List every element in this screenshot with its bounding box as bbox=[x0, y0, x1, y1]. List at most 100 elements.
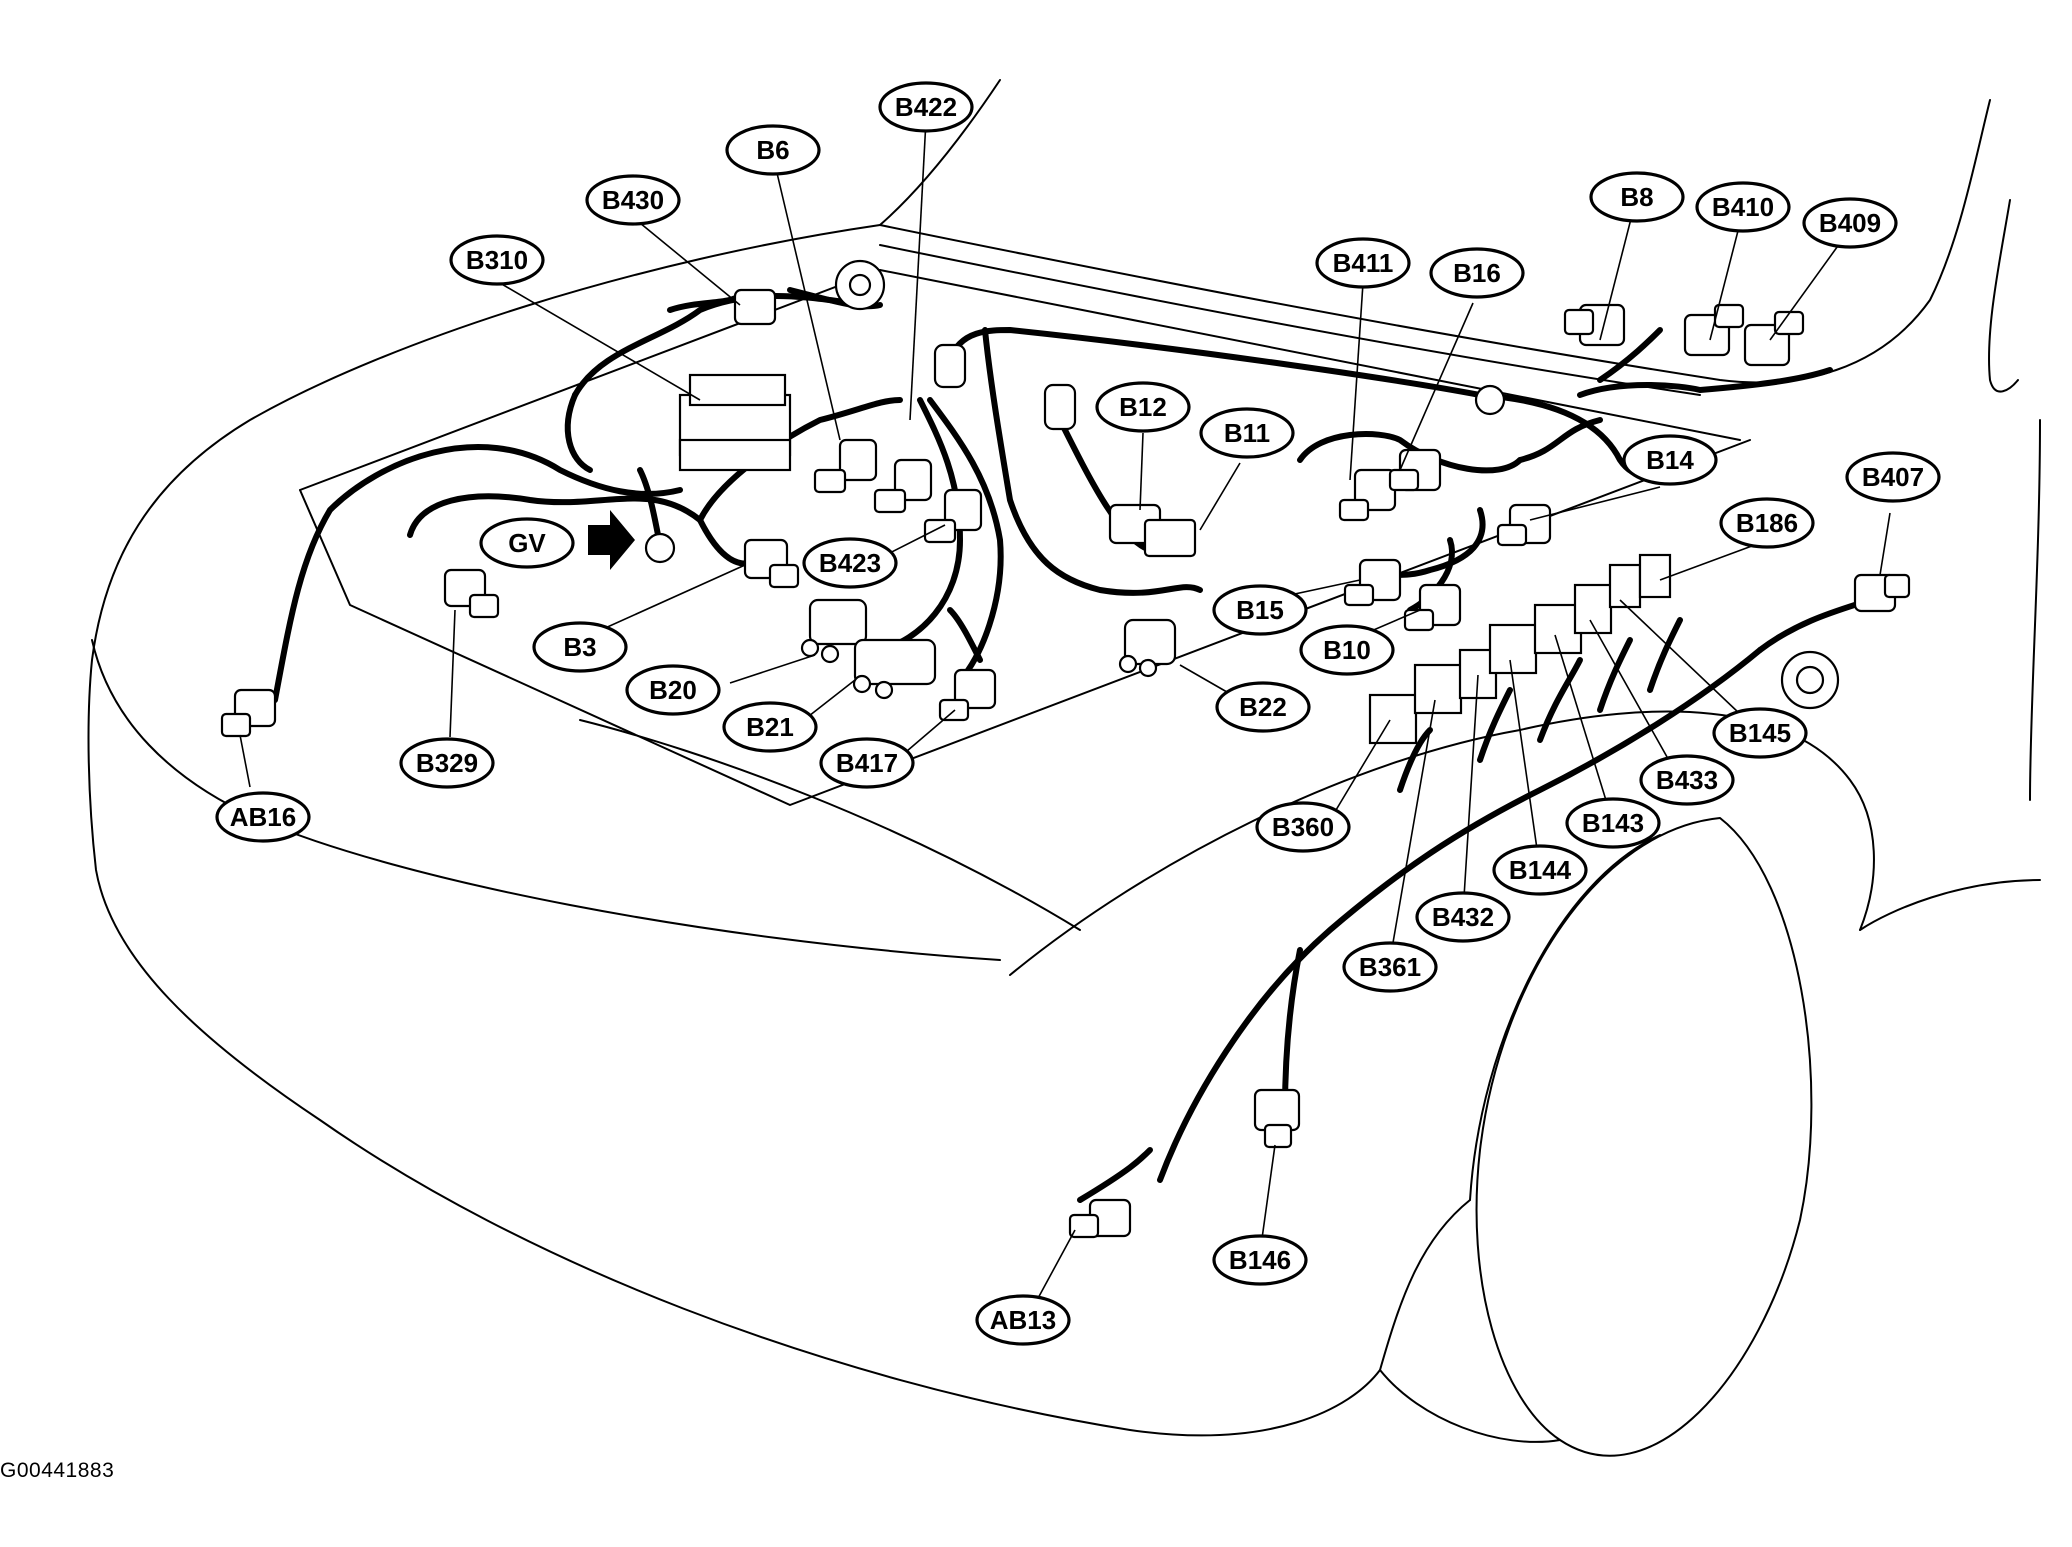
label-B144: B144 bbox=[1492, 844, 1588, 896]
connector-icon bbox=[1683, 303, 1745, 357]
svg-text:B15: B15 bbox=[1236, 595, 1284, 625]
label-GV: GV bbox=[479, 517, 575, 569]
svg-text:AB13: AB13 bbox=[990, 1305, 1056, 1335]
connector-icon bbox=[1253, 1088, 1301, 1149]
svg-text:B22: B22 bbox=[1239, 692, 1287, 722]
svg-text:B432: B432 bbox=[1432, 902, 1494, 932]
label-B360: B360 bbox=[1255, 801, 1351, 853]
label-B423: B423 bbox=[802, 537, 898, 589]
label-B310: B310 bbox=[449, 234, 545, 286]
label-B361: B361 bbox=[1342, 941, 1438, 993]
label-B186: B186 bbox=[1719, 497, 1815, 549]
svg-text:B16: B16 bbox=[1453, 258, 1501, 288]
svg-text:B407: B407 bbox=[1862, 462, 1924, 492]
svg-text:B145: B145 bbox=[1729, 718, 1791, 748]
label-B417: B417 bbox=[819, 737, 915, 789]
svg-text:B14: B14 bbox=[1646, 445, 1694, 475]
connector-icon bbox=[933, 343, 967, 389]
leader-lines bbox=[239, 119, 1891, 1314]
svg-text:B146: B146 bbox=[1229, 1245, 1291, 1275]
label-B20: B20 bbox=[625, 664, 721, 716]
label-B430: B430 bbox=[585, 174, 681, 226]
arrow-right-icon bbox=[588, 510, 635, 570]
connector-icon bbox=[923, 488, 983, 544]
connector-icon bbox=[1563, 303, 1626, 347]
svg-text:B361: B361 bbox=[1359, 952, 1421, 982]
svg-text:B417: B417 bbox=[836, 748, 898, 778]
label-B15: B15 bbox=[1212, 584, 1308, 636]
label-B22: B22 bbox=[1215, 681, 1311, 733]
connector-icon bbox=[873, 458, 933, 514]
connector-icon bbox=[1743, 310, 1805, 367]
connector-icon bbox=[1343, 558, 1402, 607]
label-B21: B21 bbox=[722, 701, 818, 753]
svg-text:B144: B144 bbox=[1509, 855, 1572, 885]
label-B8: B8 bbox=[1589, 171, 1685, 223]
svg-text:B433: B433 bbox=[1656, 765, 1718, 795]
svg-text:B310: B310 bbox=[466, 245, 528, 275]
connector-icon bbox=[1043, 383, 1077, 431]
label-AB16: AB16 bbox=[215, 791, 311, 843]
connector-icon bbox=[443, 568, 500, 619]
connector-icon bbox=[743, 538, 800, 589]
label-B432: B432 bbox=[1415, 891, 1511, 943]
ring-terminal-icon bbox=[644, 532, 676, 564]
svg-text:B360: B360 bbox=[1272, 812, 1334, 842]
label-B143: B143 bbox=[1565, 797, 1661, 849]
label-AB13: AB13 bbox=[975, 1294, 1071, 1346]
label-B10: B10 bbox=[1299, 624, 1395, 676]
svg-text:B21: B21 bbox=[746, 712, 794, 742]
svg-text:B329: B329 bbox=[416, 748, 478, 778]
svg-text:B6: B6 bbox=[756, 135, 789, 165]
svg-text:GV: GV bbox=[508, 528, 546, 558]
label-B411: B411 bbox=[1315, 237, 1411, 289]
figure-id: G00441883 bbox=[0, 1459, 115, 1482]
svg-text:B20: B20 bbox=[649, 675, 697, 705]
vehicle-body-outline bbox=[87, 79, 2041, 1457]
connector-icon bbox=[1108, 503, 1197, 558]
label-B409: B409 bbox=[1802, 197, 1898, 249]
connector-labels: B422 B6 B430 B310 GV B3 B423 B20 B21 B41… bbox=[215, 81, 1941, 1346]
relay-block-icon bbox=[678, 373, 792, 472]
svg-text:B143: B143 bbox=[1582, 808, 1644, 838]
label-B329: B329 bbox=[399, 737, 495, 789]
svg-text:B410: B410 bbox=[1712, 192, 1774, 222]
connector-icon bbox=[1118, 618, 1177, 678]
connector-icon bbox=[938, 668, 997, 722]
label-B422: B422 bbox=[878, 81, 974, 133]
svg-text:B411: B411 bbox=[1333, 248, 1394, 278]
svg-text:AB16: AB16 bbox=[230, 802, 296, 832]
svg-text:B422: B422 bbox=[895, 92, 957, 122]
label-B145: B145 bbox=[1712, 707, 1808, 759]
svg-text:B3: B3 bbox=[563, 632, 596, 662]
svg-text:B10: B10 bbox=[1323, 635, 1371, 665]
svg-text:B186: B186 bbox=[1736, 508, 1798, 538]
connector-icon bbox=[852, 638, 937, 700]
round-sensor-icon bbox=[1474, 384, 1506, 416]
connector-icon bbox=[813, 438, 878, 494]
svg-text:B11: B11 bbox=[1224, 418, 1270, 448]
label-B12: B12 bbox=[1095, 381, 1191, 433]
label-B11: B11 bbox=[1199, 407, 1295, 459]
connector-icon bbox=[220, 688, 277, 738]
connector-icon bbox=[1853, 573, 1911, 613]
label-B407: B407 bbox=[1845, 451, 1941, 503]
label-B410: B410 bbox=[1695, 181, 1791, 233]
connector-bank-icon bbox=[1368, 553, 1672, 745]
label-B3: B3 bbox=[532, 621, 628, 673]
svg-text:B8: B8 bbox=[1620, 182, 1653, 212]
svg-text:B430: B430 bbox=[602, 185, 664, 215]
label-B16: B16 bbox=[1429, 247, 1525, 299]
svg-text:B409: B409 bbox=[1819, 208, 1881, 238]
svg-text:B12: B12 bbox=[1119, 392, 1167, 422]
connector-icon bbox=[1338, 468, 1397, 522]
connector-bodies bbox=[220, 259, 1911, 1239]
connector-icon bbox=[1388, 448, 1442, 492]
connector-icon bbox=[1068, 1198, 1132, 1239]
label-B146: B146 bbox=[1212, 1234, 1308, 1286]
label-B6: B6 bbox=[725, 124, 821, 176]
connector-icon bbox=[1496, 503, 1552, 547]
connector-icon bbox=[733, 288, 777, 326]
label-B14: B14 bbox=[1622, 434, 1718, 486]
